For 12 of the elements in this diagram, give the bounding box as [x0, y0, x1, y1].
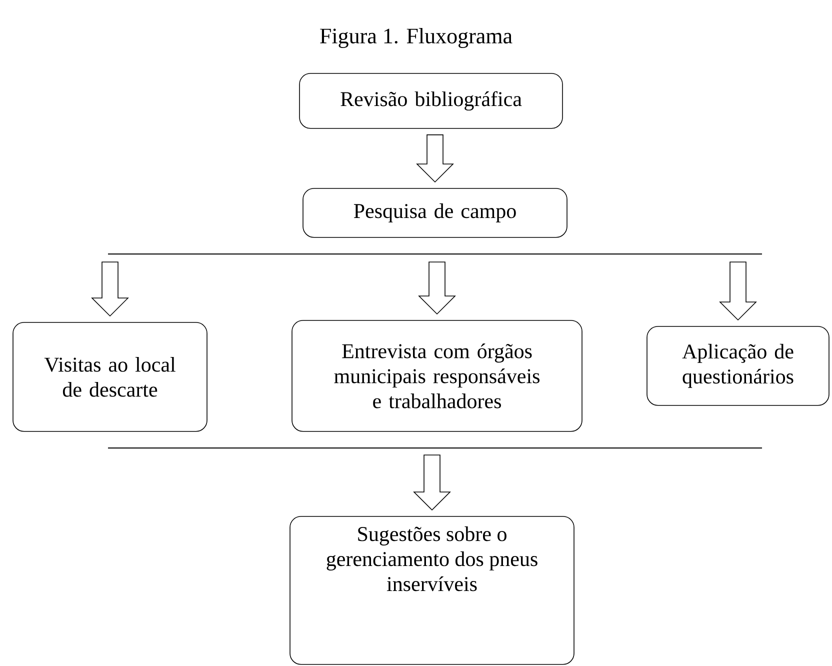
process-box: Entrevista com órgãos municipais responsáveis e trabalhadores — [292, 320, 582, 432]
process-box: Sugestões sobre o gerenciamento dos pneus inservíveis — [290, 516, 574, 665]
block-arrow — [418, 262, 456, 315]
process-box: Aplicação de questionários — [646, 326, 830, 406]
block-arrow — [413, 454, 451, 511]
process-box: Pesquisa de campo — [302, 188, 568, 238]
process-box: Visitas ao local de descarte — [12, 322, 208, 432]
block-arrow — [91, 262, 129, 317]
process-box: Revisão bibliográfica — [299, 73, 563, 129]
figure-title: Figura 1. Fluxograma — [320, 28, 512, 48]
block-arrow — [719, 262, 757, 321]
block-arrow — [416, 134, 454, 183]
